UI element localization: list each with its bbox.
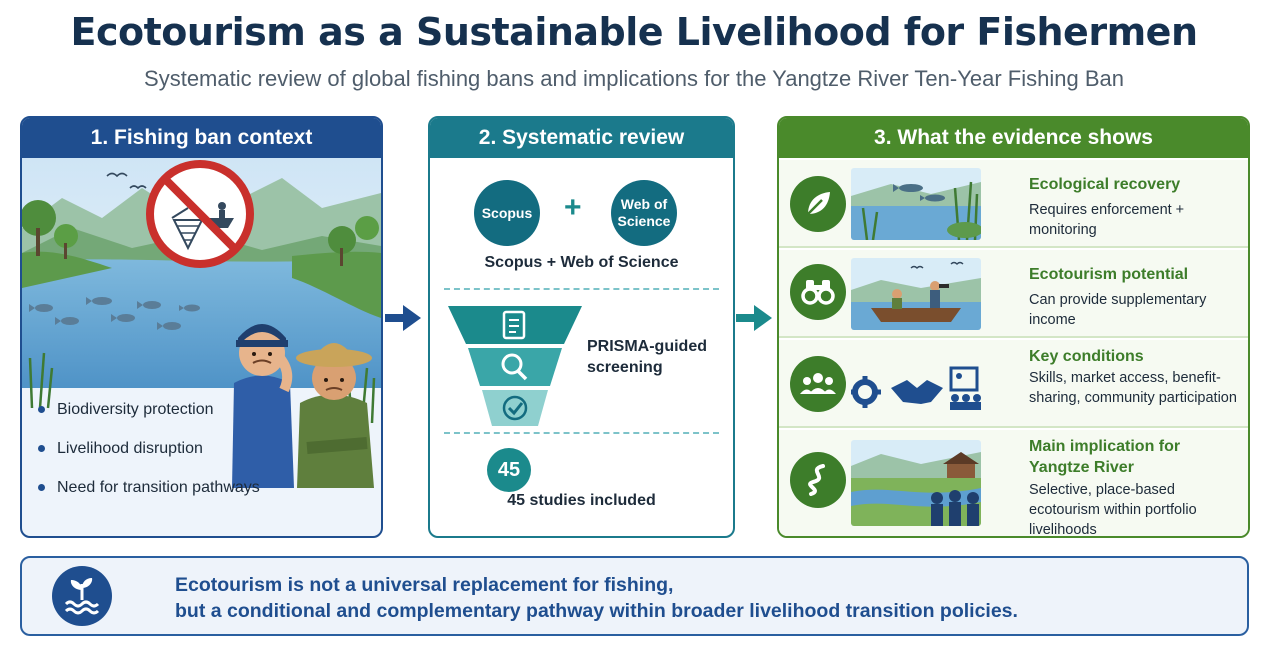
row-title: Key conditions [1029, 348, 1144, 365]
bullet-dot [38, 406, 45, 413]
evidence-row-main-implication: Main implication for Yangtze River Selec… [779, 430, 1248, 536]
evidence-row-key-conditions: Key conditions Skills, market access, be… [779, 340, 1248, 428]
community-icon [790, 356, 846, 412]
training-icon [949, 366, 981, 410]
list-item: Biodiversity protection [38, 390, 260, 429]
bullet-dot [38, 445, 45, 452]
no-fishing-icon [146, 160, 254, 268]
river-icon [790, 452, 846, 508]
context-bullet-list: Biodiversity protection Livelihood disru… [38, 390, 260, 507]
web-of-science-badge: Web of Science [611, 180, 677, 246]
page-title: Ecotourism as a Sustainable Livelihood f… [70, 10, 1198, 54]
conclusion-text: Ecotourism is not a universal replacemen… [175, 572, 1018, 624]
row-title: Ecotourism potential [1029, 266, 1189, 283]
conclusion-line: but a conditional and complementary path… [175, 600, 1018, 622]
list-item: Livelihood disruption [38, 429, 260, 468]
panel-heading: 3. What the evidence shows [779, 118, 1248, 158]
wetland-illustration [851, 168, 981, 240]
bullet-text: Need for transition pathways [57, 478, 260, 496]
studies-included-caption: 45 studies included [507, 492, 656, 509]
row-title: Ecological recovery [1029, 176, 1181, 193]
scopus-badge: Scopus [474, 180, 540, 246]
handshake-icon [891, 380, 943, 404]
binoculars-icon [790, 264, 846, 320]
divider [444, 432, 719, 434]
document-icon [502, 310, 526, 340]
list-item: Need for transition pathways [38, 468, 260, 507]
evidence-row-ecotourism-potential: Ecotourism potential Can provide supplem… [779, 250, 1248, 338]
river-scene-illustration [22, 158, 381, 488]
conditions-icon-strip [851, 348, 981, 420]
page-subtitle: Systematic review of global fishing bans… [144, 66, 1124, 91]
plus-icon: + [564, 191, 582, 224]
arrow-right-icon [736, 305, 772, 331]
bullet-text: Livelihood disruption [57, 439, 203, 457]
database-caption: Scopus + Web of Science [484, 254, 679, 271]
row-title: Main implication for Yangtze River [1029, 438, 1181, 476]
panel-heading: 2. Systematic review [430, 118, 733, 158]
row-text: Requires enforcement + monitoring [1029, 202, 1185, 238]
boat-tourism-illustration [851, 258, 981, 330]
panel-fishing-ban-context: 1. Fishing ban context [20, 116, 383, 538]
bullet-dot [38, 484, 45, 491]
prisma-funnel-illustration [448, 306, 582, 426]
gear-icon [851, 376, 881, 408]
bullet-text: Biodiversity protection [57, 400, 214, 418]
row-text: Can provide supplementary income [1029, 292, 1207, 328]
yangtze-village-illustration [851, 440, 981, 526]
row-text: Skills, market access, benefit-sharing, … [1029, 370, 1237, 406]
magnifier-icon [501, 353, 528, 381]
check-icon [502, 395, 528, 421]
divider [444, 288, 719, 290]
study-count-badge: 45 [487, 448, 531, 492]
panel-evidence: 3. What the evidence shows Ecological re… [777, 116, 1250, 538]
conclusion-box: Ecotourism is not a universal replacemen… [20, 556, 1249, 636]
conclusion-line: Ecotourism is not a universal replacemen… [175, 574, 674, 596]
sprout-water-icon [52, 566, 112, 626]
panel-systematic-review: 2. Systematic review Scopus + Web of Sci… [428, 116, 735, 538]
evidence-row-ecological-recovery: Ecological recovery Requires enforcement… [779, 160, 1248, 248]
prisma-screening-label: PRISMA-guided screening [587, 338, 707, 376]
panel-heading: 1. Fishing ban context [22, 118, 381, 158]
leaf-icon [790, 176, 846, 232]
row-text: Selective, place-based ecotourism within… [1029, 482, 1197, 538]
worried-fishermen-illustration [232, 324, 374, 488]
arrow-right-icon [385, 305, 421, 331]
